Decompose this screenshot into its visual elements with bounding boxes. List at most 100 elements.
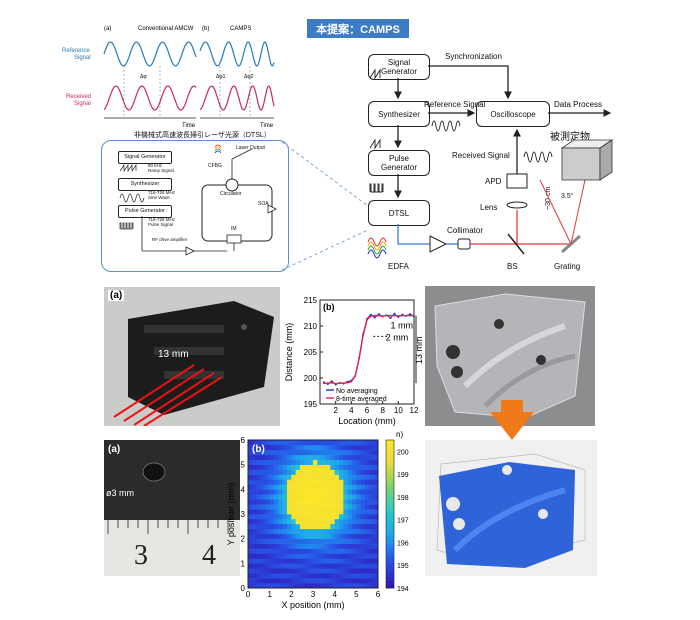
dtsl-pulse-generator: Pulse Generator xyxy=(118,205,172,218)
photo-a-dim: 13 mm xyxy=(158,349,189,360)
heatmap-cell xyxy=(282,528,288,535)
heatmap-cell xyxy=(274,489,279,495)
heatmap-cell xyxy=(347,504,353,510)
heatmap-cell xyxy=(326,518,331,525)
heatmap-cell xyxy=(278,469,283,475)
system-synthesizer: Synthesizer xyxy=(368,101,430,127)
heatmap-cell xyxy=(321,563,327,569)
heatmap-cell xyxy=(287,489,292,495)
x-tick-label: 10 xyxy=(394,406,403,415)
heatmap-cell xyxy=(330,509,335,515)
heatmap-cell xyxy=(261,474,266,480)
heatmap-cell xyxy=(256,484,262,490)
heatmap-cell xyxy=(278,563,283,569)
heatmap-cell xyxy=(347,459,353,465)
heatmap-cell xyxy=(356,533,361,539)
heatmap-cell xyxy=(317,558,322,564)
heatmap-cell xyxy=(287,444,292,451)
angle-label: 3.5° xyxy=(561,193,574,200)
heatmap-cell xyxy=(369,454,374,461)
heatmap-cell xyxy=(356,479,361,485)
heatmap-cell xyxy=(365,543,370,549)
heatmap-cell xyxy=(248,543,253,549)
heatmap-cell xyxy=(360,533,366,539)
heatmap-cell xyxy=(291,518,296,525)
heatmap-cell xyxy=(295,469,301,475)
heatmap-cell xyxy=(347,474,353,480)
heatmap-cell xyxy=(287,499,292,505)
heatmap-cell xyxy=(373,568,379,574)
heatmap-cell xyxy=(365,474,370,480)
heatmap-cell xyxy=(248,518,253,525)
heatmap-cell xyxy=(300,538,305,544)
heatmap-cell xyxy=(295,523,301,530)
heatmap-cell xyxy=(287,464,292,470)
heatmap-cell xyxy=(334,479,340,485)
heatmap-cell xyxy=(252,523,257,530)
heatmap-cell xyxy=(369,474,374,480)
heatmap-cell xyxy=(369,444,374,451)
heatmap-cell xyxy=(334,568,340,574)
heatmap-cell xyxy=(326,459,331,465)
heatmap-cell xyxy=(330,568,335,574)
heatmap-cell xyxy=(304,444,309,451)
heatmap-cell xyxy=(278,533,283,539)
heatmap-cell xyxy=(265,548,270,554)
heatmap-cell xyxy=(347,479,353,485)
heatmap-cell xyxy=(304,578,309,584)
series-point-1 xyxy=(350,380,353,383)
heatmap-cell xyxy=(252,553,257,559)
heatmap-cell xyxy=(274,528,279,535)
heatmap-cell xyxy=(287,563,292,569)
heatmap-cell xyxy=(365,454,370,461)
heatmap-cell xyxy=(313,474,318,480)
heatmap-cell xyxy=(295,509,301,515)
heatmap-cell xyxy=(343,454,348,461)
heatmap-cell xyxy=(304,523,309,530)
heatmap-cell xyxy=(343,533,348,539)
heatmap-cell xyxy=(256,533,262,539)
heatmap-cell xyxy=(321,518,327,525)
heatmap-cell xyxy=(365,573,370,579)
annotation-1mm: 1 mm xyxy=(391,321,414,331)
heatmap-cell xyxy=(274,553,279,559)
heatmap-cell xyxy=(373,514,379,520)
heatmap-cell xyxy=(365,578,370,584)
heatmap-cell xyxy=(352,494,357,500)
heatmap-cell xyxy=(330,494,335,500)
heatmap-cell xyxy=(278,444,283,451)
heatmap-cell xyxy=(278,479,283,485)
heatmap-cell xyxy=(278,449,283,456)
heatmap-cell xyxy=(317,568,322,574)
wave-label-b: (b) xyxy=(202,26,209,32)
heatmap-cell xyxy=(269,563,275,569)
heatmap-cell xyxy=(265,504,270,510)
heatmap-cell xyxy=(308,583,314,589)
heatmap-cell xyxy=(356,514,361,520)
heatmap-cell xyxy=(321,514,327,520)
heatmap-cell xyxy=(313,514,318,520)
heatmap-cell xyxy=(261,518,266,525)
heatmap-cell xyxy=(295,563,301,569)
heatmap-cell xyxy=(287,538,292,544)
heatmap-cell xyxy=(248,583,253,589)
heatmap-cell xyxy=(369,538,374,544)
heatmap-cell xyxy=(269,578,275,584)
heatmap-cell xyxy=(261,568,266,574)
colorbar-cell xyxy=(386,506,394,511)
heatmap-cell xyxy=(282,444,288,451)
heatmap-cell xyxy=(321,558,327,564)
wave-title-b: CAMPS xyxy=(230,26,251,32)
heatmap-cell xyxy=(313,479,318,485)
heatmap-cell xyxy=(295,583,301,589)
heatmap-cell xyxy=(334,474,340,480)
heatmap-cell xyxy=(317,578,322,584)
heatmap-cell xyxy=(369,518,374,525)
heatmap-cell xyxy=(282,484,288,490)
heatmap-cell xyxy=(347,469,353,475)
heatmap-cell xyxy=(282,499,288,505)
wave-label-a: (a) xyxy=(104,26,111,32)
heatmap-cell xyxy=(269,454,275,461)
heatmap-cell xyxy=(369,464,374,470)
